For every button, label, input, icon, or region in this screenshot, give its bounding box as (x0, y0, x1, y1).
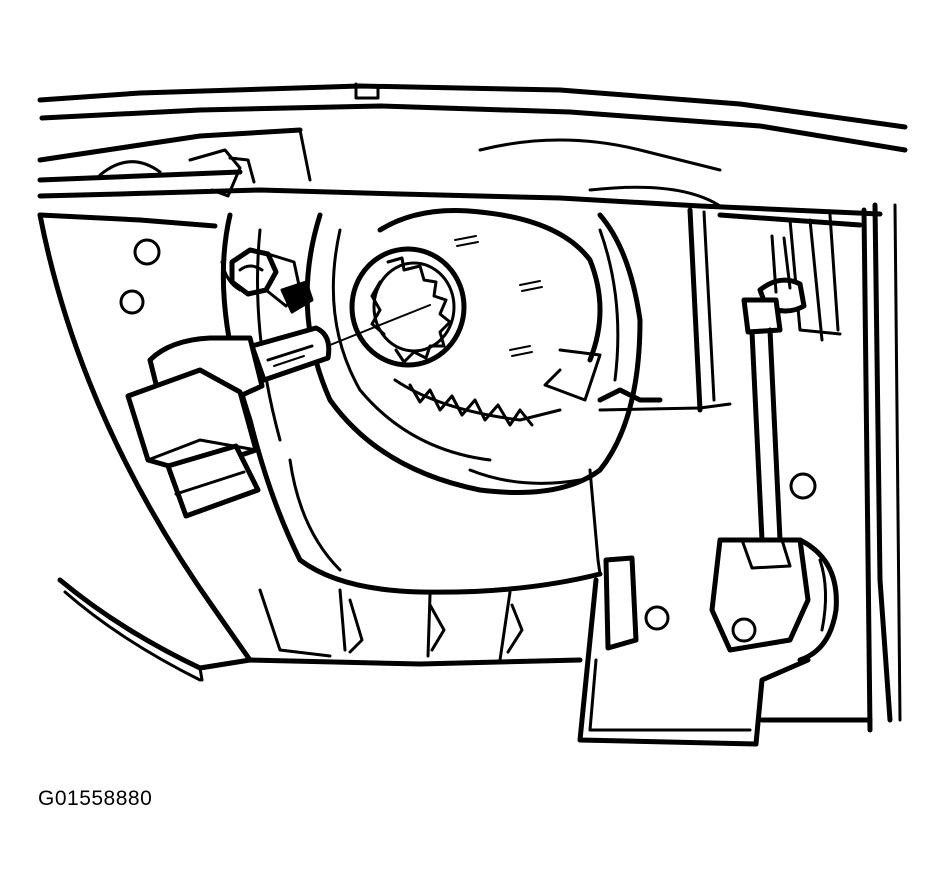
mounting-hole (133, 238, 161, 266)
mounting-tab (603, 555, 639, 651)
adjuster-nut (220, 247, 314, 314)
figure-id-label: G01558880 (38, 787, 153, 810)
headlamp-housing (220, 212, 603, 662)
bulb-socket-housing (304, 208, 643, 495)
right-adjuster-assembly (644, 202, 902, 733)
adjuster-block-hole (731, 617, 757, 643)
socket-ring (349, 246, 467, 368)
mounting-hole (644, 605, 670, 631)
lower-right-bracket (577, 387, 873, 747)
left-fender-bracket (37, 148, 583, 682)
bulb-insertion-line (329, 304, 431, 346)
upper-body-panel (37, 82, 908, 217)
mounting-hole (119, 289, 145, 315)
adjuster-cap (741, 297, 783, 335)
headlamp-bulb (125, 304, 431, 519)
bulb-socket-opening (349, 246, 467, 368)
mounting-hole (789, 472, 817, 500)
adjuster-block (709, 537, 811, 653)
